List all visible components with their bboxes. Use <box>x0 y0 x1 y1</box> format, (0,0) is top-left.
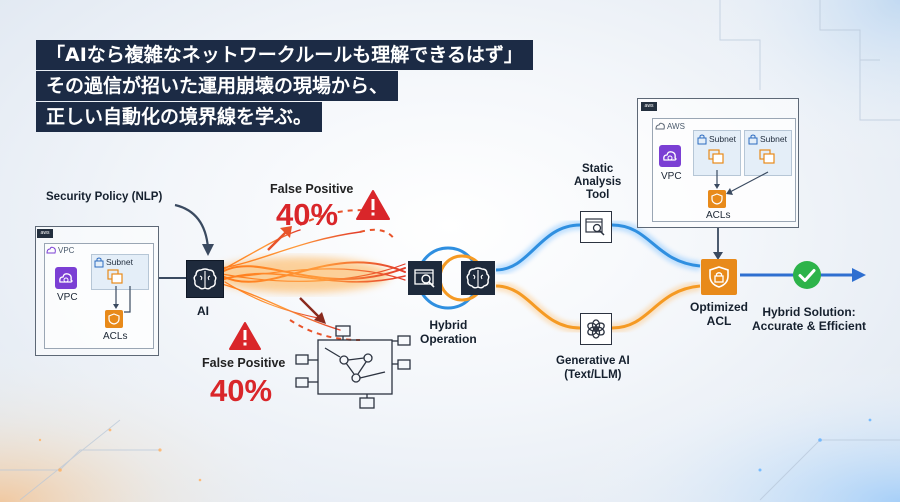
hybrid-brain-icon <box>461 261 495 295</box>
left-subnet-icon <box>107 269 123 284</box>
right-subnet2-lock-icon <box>748 134 758 145</box>
left-vpc-icon <box>55 267 77 289</box>
title-line-3: 正しい自動化の境界線を学ぶ。 <box>36 102 323 132</box>
left-inner-arrows <box>113 286 131 313</box>
right-aws-small-icon <box>655 122 665 130</box>
optimized-acl-label: Optimized ACL <box>690 300 749 328</box>
generative-ai-label: Generative AI (Text/LLM) <box>556 355 630 381</box>
right-subnet2-label: Subnet <box>760 134 787 144</box>
left-subnet-lock-icon <box>94 257 104 268</box>
warning-icon-top <box>356 190 390 220</box>
right-subnet1-label: Subnet <box>709 134 736 144</box>
left-subnet-label: Subnet <box>106 257 133 267</box>
right-subnet2-icon <box>759 149 775 164</box>
right-vpc-icon <box>659 145 681 167</box>
check-icon <box>793 261 821 289</box>
static-analysis-icon <box>580 211 612 243</box>
right-aws-label: AWS <box>667 122 685 131</box>
left-vpc-label: VPC <box>57 292 78 303</box>
hybrid-solution-label: Hybrid Solution: Accurate & Efficient <box>752 305 867 333</box>
ai-label: AI <box>197 304 209 318</box>
fp-bottom-value: 40% <box>210 373 273 408</box>
chaotic-burst <box>221 229 406 331</box>
analysis-chip-icon <box>408 261 442 295</box>
right-acls-label: ACLs <box>706 210 731 221</box>
network-diagram <box>295 325 411 409</box>
warning-icon-bottom <box>229 322 261 350</box>
policy-arrow-head <box>202 244 214 256</box>
ai-chip-icon <box>186 260 224 298</box>
left-vpc-small-icon <box>46 246 56 254</box>
generative-ai-icon <box>580 313 612 345</box>
generative-path <box>495 284 701 330</box>
title-line-2: その過信が招いた運用崩壊の現場から、 <box>36 71 399 101</box>
right-aws-logo: aws <box>641 102 657 111</box>
left-aws-logo: aws <box>37 229 53 238</box>
output-arrow-head <box>852 268 866 282</box>
left-acls-icon <box>105 310 123 328</box>
static-analysis-label: Static Analysis Tool <box>574 163 622 201</box>
fp-bottom-label: False Positive <box>202 356 286 370</box>
left-acls-label: ACLs <box>103 331 128 342</box>
right-vpc-label: VPC <box>661 171 682 182</box>
policy-arrow <box>174 203 210 249</box>
left-vpc-small-label: VPC <box>58 246 75 255</box>
optimized-acl-icon <box>701 259 737 295</box>
hybrid-operation-label: Hybrid Operation <box>420 318 477 346</box>
right-subnet1-icon <box>708 149 724 164</box>
title-line-1: 「AIなら複雑なネットワークルールも理解できるはず」 <box>36 40 533 70</box>
right-subnet1-lock-icon <box>697 134 707 145</box>
fp-top-label: False Positive <box>270 182 354 196</box>
fp-top-value: 40% <box>276 197 339 232</box>
right-acls-icon <box>708 190 726 208</box>
right-inner-arrows <box>714 170 769 195</box>
security-policy-label: Security Policy (NLP) <box>46 191 163 203</box>
